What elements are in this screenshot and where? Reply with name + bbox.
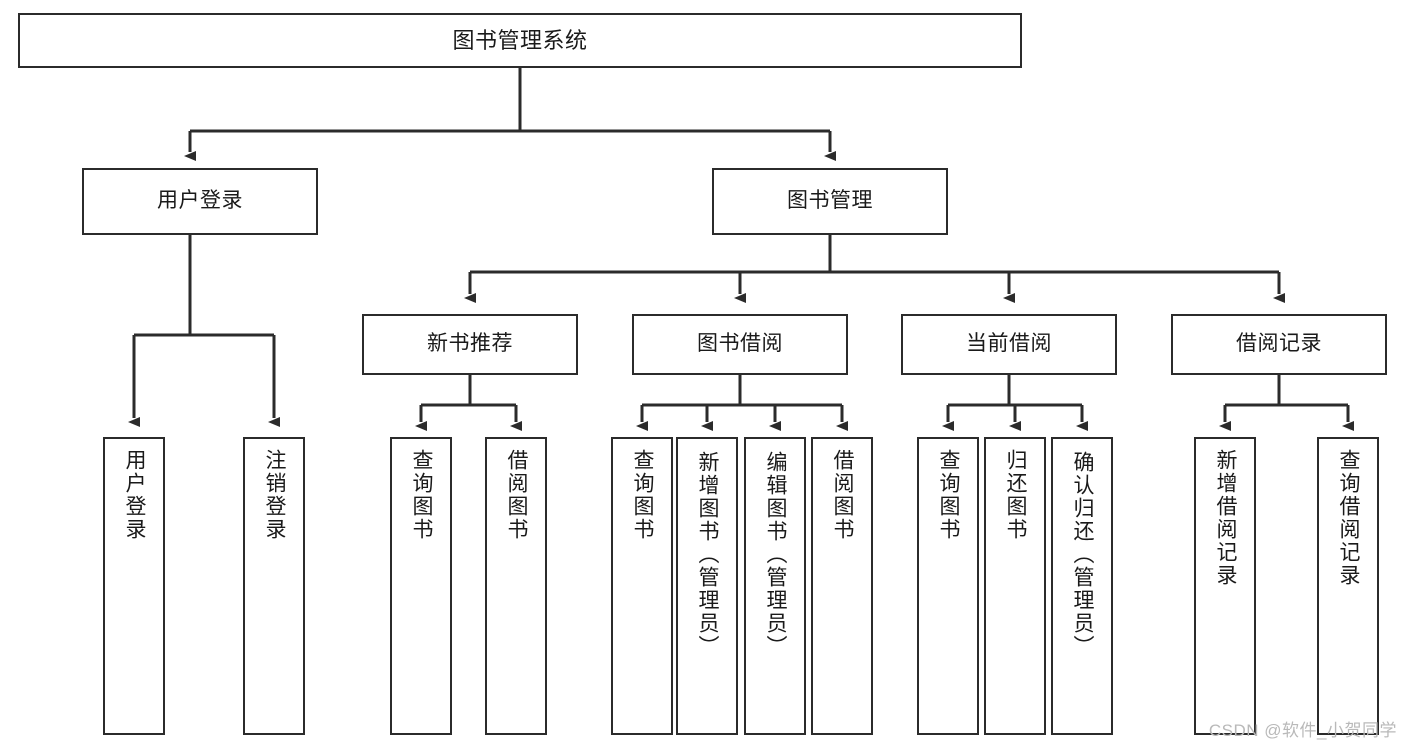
node-leaf-user-login[interactable]: 用户登录 (103, 437, 165, 735)
node-leaf-return-book-label: 归还图书 (1004, 449, 1028, 541)
csdn-watermark: CSDN @软件_小贺同学 (1208, 721, 1397, 740)
node-new-book-recommend-label: 新书推荐 (427, 332, 513, 356)
node-user-login-label: 用户登录 (157, 189, 243, 213)
node-leaf-query-book-2[interactable]: 查询图书 (611, 437, 673, 735)
node-leaf-borrow-book-1[interactable]: 借阅图书 (485, 437, 547, 735)
node-leaf-edit-book[interactable]: 编辑图书（管理员） (744, 437, 806, 735)
node-borrow-record[interactable]: 借阅记录 (1171, 314, 1387, 375)
node-leaf-query-record-label: 查询借阅记录 (1337, 449, 1361, 587)
node-book-manage-label: 图书管理 (787, 189, 873, 213)
node-leaf-query-book-3-label: 查询图书 (937, 449, 961, 541)
node-leaf-add-record-label: 新增借阅记录 (1214, 449, 1238, 587)
node-leaf-query-record[interactable]: 查询借阅记录 (1317, 437, 1379, 735)
node-leaf-logout[interactable]: 注销登录 (243, 437, 305, 735)
node-borrow-record-label: 借阅记录 (1236, 332, 1322, 356)
node-current-borrow-label: 当前借阅 (966, 332, 1052, 356)
node-leaf-confirm-return-label: 确认归还（管理员） (1071, 451, 1095, 658)
node-leaf-add-book-label: 新增图书（管理员） (696, 451, 720, 658)
node-leaf-user-login-label: 用户登录 (123, 449, 147, 541)
node-root-label: 图书管理系统 (452, 27, 588, 53)
node-book-borrow-label: 图书借阅 (697, 332, 783, 356)
node-current-borrow[interactable]: 当前借阅 (901, 314, 1117, 375)
node-leaf-borrow-book-1-label: 借阅图书 (505, 449, 529, 541)
node-leaf-edit-book-label: 编辑图书（管理员） (764, 451, 788, 658)
node-book-borrow[interactable]: 图书借阅 (632, 314, 848, 375)
node-leaf-add-record[interactable]: 新增借阅记录 (1194, 437, 1256, 735)
node-leaf-query-book-1-label: 查询图书 (410, 449, 434, 541)
node-leaf-query-book-1[interactable]: 查询图书 (390, 437, 452, 735)
node-book-manage[interactable]: 图书管理 (712, 168, 948, 235)
node-leaf-return-book[interactable]: 归还图书 (984, 437, 1046, 735)
node-leaf-query-book-2-label: 查询图书 (631, 449, 655, 541)
node-leaf-confirm-return[interactable]: 确认归还（管理员） (1051, 437, 1113, 735)
node-leaf-borrow-book-2-label: 借阅图书 (831, 449, 855, 541)
node-leaf-logout-label: 注销登录 (263, 449, 287, 541)
node-leaf-add-book[interactable]: 新增图书（管理员） (676, 437, 738, 735)
node-root[interactable]: 图书管理系统 (18, 13, 1022, 68)
node-new-book-recommend[interactable]: 新书推荐 (362, 314, 578, 375)
node-leaf-borrow-book-2[interactable]: 借阅图书 (811, 437, 873, 735)
node-leaf-query-book-3[interactable]: 查询图书 (917, 437, 979, 735)
node-user-login[interactable]: 用户登录 (82, 168, 318, 235)
